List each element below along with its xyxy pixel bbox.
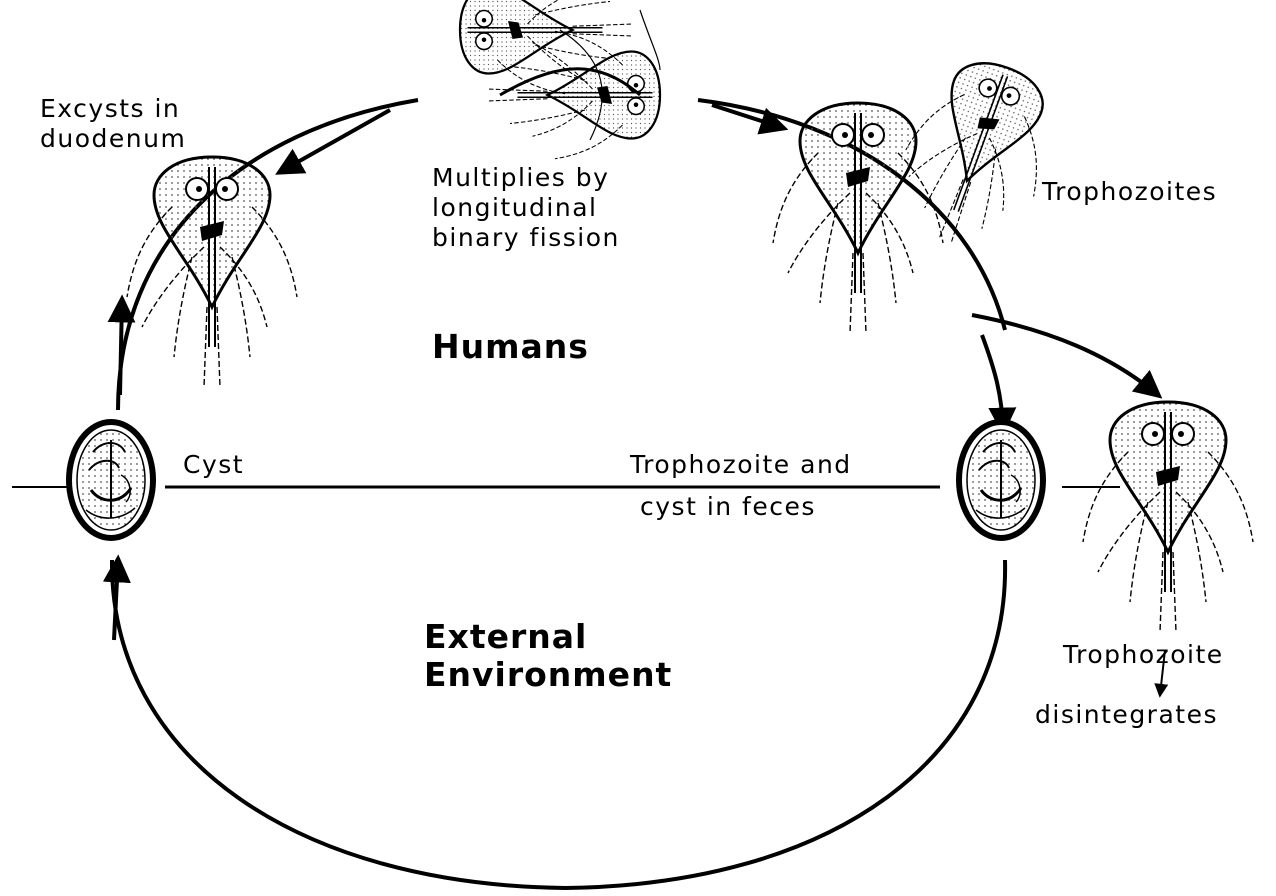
label-multiplies-line-3: binary fission: [432, 223, 620, 253]
label-external-line-2: Environment: [424, 656, 672, 694]
label-external-line-1: External: [424, 618, 672, 656]
label-troph-and-cyst-line-2: cyst in feces: [630, 492, 852, 522]
label-troph-disintegrates: Trophozoite disintegrates: [1035, 640, 1224, 730]
excyst-trophozoite-figure: [127, 157, 297, 387]
trophozoites-figure: [773, 45, 1072, 333]
label-excysts-line-1: Excysts in: [40, 94, 186, 124]
label-troph-disintegrates-line-1: Trophozoite: [1035, 640, 1224, 670]
label-troph-and-cyst: Trophozoite and cyst in feces: [630, 450, 852, 522]
disintegrating-trophozoite-figure: [1083, 402, 1253, 632]
label-cyst: Cyst: [183, 450, 244, 480]
label-troph-and-cyst-line-1: Trophozoite and: [630, 450, 852, 480]
cyst-right-figure: [959, 422, 1043, 538]
label-troph-disintegrates-line-2: disintegrates: [1035, 700, 1224, 730]
label-multiplies-line-2: longitudinal: [432, 193, 620, 223]
cyst-left-figure: [69, 422, 153, 538]
label-multiplies-line-1: Multiplies by: [432, 163, 620, 193]
label-excysts-line-2: duodenum: [40, 124, 186, 154]
label-multiplies: Multiplies by longitudinal binary fissio…: [432, 163, 620, 253]
label-trophozoites: Trophozoites: [1042, 177, 1217, 207]
cycle-arrows: [114, 105, 1165, 695]
label-excysts: Excysts in duodenum: [40, 94, 186, 154]
binary-fission-figure: [460, 0, 660, 159]
label-external-environment: External Environment: [424, 618, 672, 694]
label-humans: Humans: [432, 328, 589, 366]
